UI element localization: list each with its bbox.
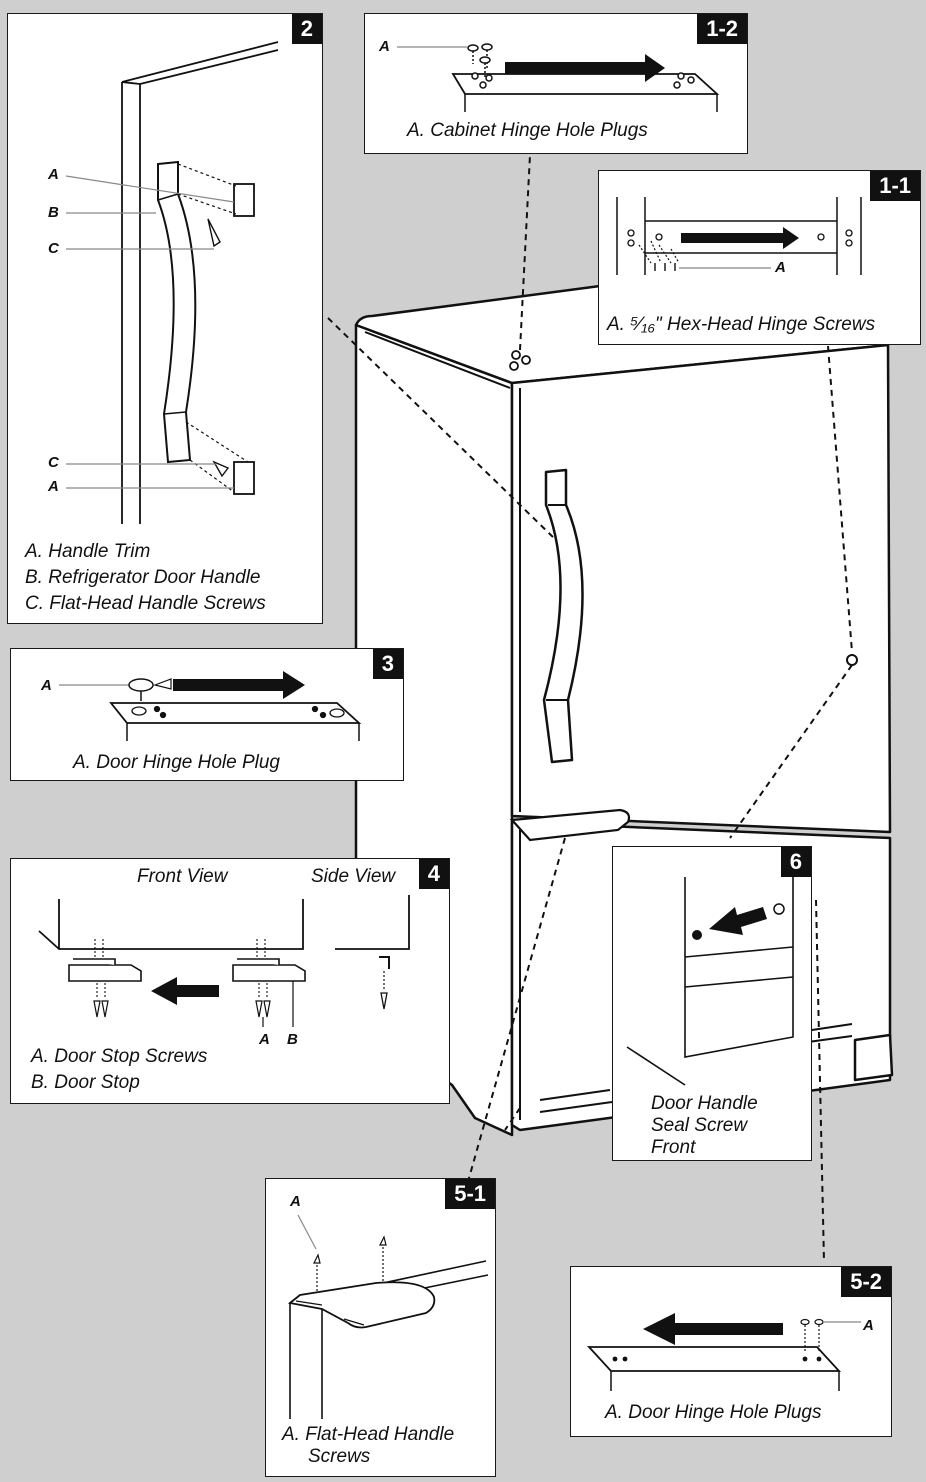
freezer-handle [509,808,631,842]
panel-5-2: 5-2 A A. Door Hinge Hole Plugs [570,1266,892,1437]
panel-badge: 4 [418,859,449,889]
panel-caption: A. Door Hinge Hole Plug [73,752,280,773]
label-a: A [863,1317,874,1334]
direction-arrow [173,671,305,699]
seal-screw-diagram [626,877,794,1086]
door-hinge-plug-diagram [59,671,362,741]
handle-trim-top [233,183,255,217]
direction-arrow [643,1313,783,1345]
seal-screw-hole [846,654,858,666]
door-stop-diagram [38,895,410,1027]
panel-6: 6 Door Handle Seal Screw Front [612,846,812,1161]
label-a: A [379,38,390,55]
direction-arrow [505,54,665,82]
panel-badge: 5-2 [841,1267,891,1297]
label-b: B [287,1031,298,1048]
screw-hole-open [773,903,785,915]
handle-screw-top [207,218,221,248]
label-a: A [41,677,52,694]
caption-line-1: A. Handle Trim [25,541,151,562]
handle-screw-bottom [212,460,230,478]
caption-line-3: Front [651,1137,696,1158]
panel-badge: 1-2 [697,14,747,44]
panel-3: 3 A A. Door Hinge Hole Plug [10,648,404,781]
direction-arrow [709,907,767,935]
handle-trim-bottom [233,461,255,495]
label-a-top: A [48,166,59,183]
label-a-bottom: A [48,478,59,495]
caption-line-2: B. Door Stop [31,1072,140,1093]
caption-line-2: Seal Screw [651,1115,748,1136]
caption-line-1: A. Flat-Head Handle [282,1424,455,1445]
door-hinge-plugs-diagram [586,1313,861,1391]
direction-arrow [681,227,799,249]
refrigerator-door [510,343,892,834]
panel-4: 4 Front View Side View A B A. Door Stop … [10,858,450,1104]
caption-line-1: Door Handle [651,1093,758,1114]
cabinet-hinge-holes [509,350,531,371]
label-a: A [259,1031,270,1048]
label-b: B [48,204,59,221]
panel-caption: A. Door Hinge Hole Plugs [605,1402,822,1423]
panel-badge: 3 [372,649,403,679]
panel-5-1: 5-1 A A. Flat-Head Handle Screws [265,1178,496,1477]
panel-badge: 5-1 [445,1179,495,1209]
label-a: A [290,1193,301,1210]
panel-caption: A. Cabinet Hinge Hole Plugs [407,120,648,141]
door-handle-diagram [65,41,279,524]
caption-line-2: Screws [308,1446,371,1467]
label-c-bottom: C [48,454,59,471]
hinge-screw-diagram [616,197,862,275]
label-c-top: C [48,240,59,257]
screw-hole-dot [692,930,702,940]
panel-badge: 6 [780,847,811,877]
side-view-label: Side View [311,866,396,887]
hinge-plug-diagram [397,43,720,112]
panel-1-1: 1-1 A A. ⁵⁄₁₆" Hex-Head Hinge Screws [598,170,921,345]
panel-2: 2 A B C C A A. Handle Trim B. Refrigerat… [7,13,323,624]
panel-1-2: 1-2 A A. Cabinet Hinge Hole Plugs [364,13,748,154]
caption-line-2: B. Refrigerator Door Handle [25,567,261,588]
front-view-label: Front View [137,866,228,887]
caption-line-1: A. Door Stop Screws [31,1046,208,1067]
panel-caption: A. ⁵⁄₁₆" Hex-Head Hinge Screws [607,314,876,335]
label-a: A [775,259,786,276]
caption-line-3: C. Flat-Head Handle Screws [25,593,266,614]
fridge-door-handle [542,468,584,764]
direction-arrow [151,977,219,1005]
panel-badge: 2 [291,14,322,44]
panel-badge: 1-1 [870,171,920,201]
freezer-handle-diagram [287,1214,489,1419]
